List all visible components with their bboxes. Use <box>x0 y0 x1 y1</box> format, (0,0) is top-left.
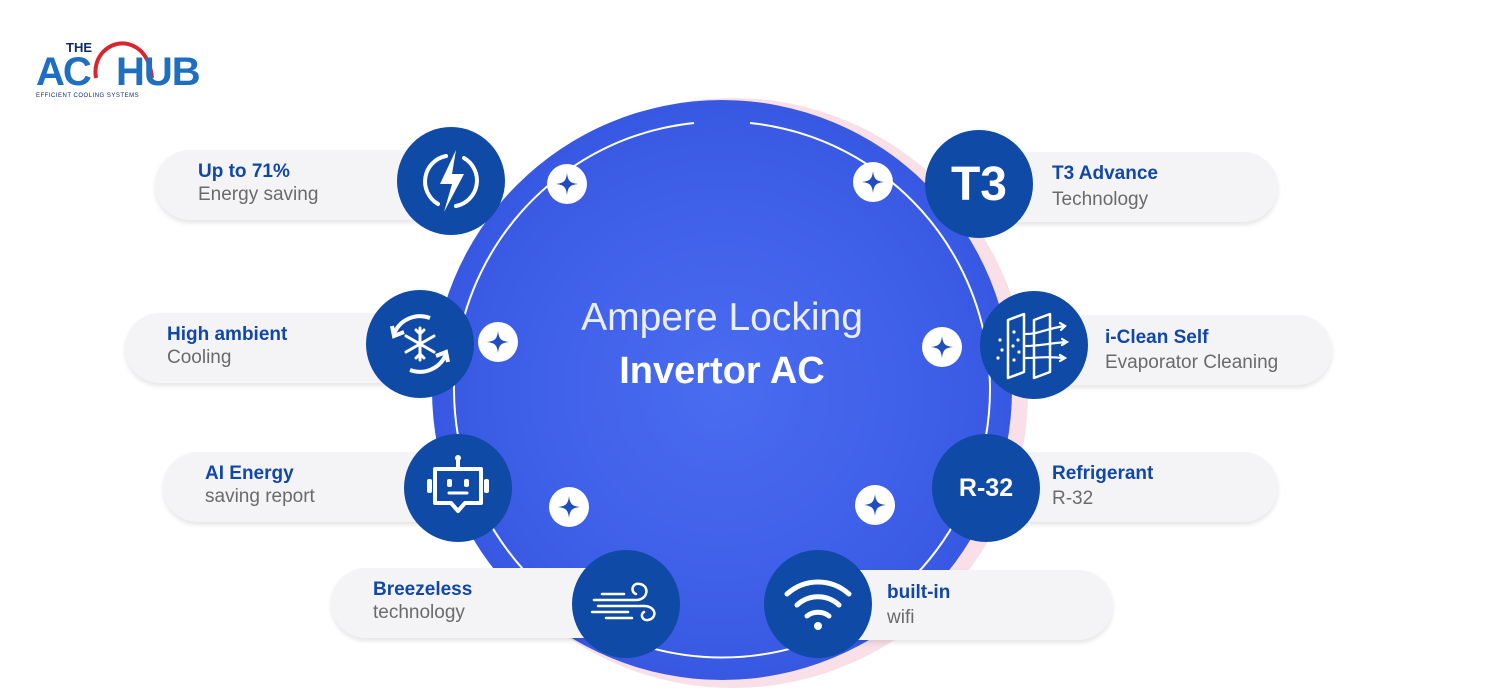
t3-badge-text: T3 <box>950 157 1007 211</box>
feature-r32-heading: Refrigerant <box>1052 463 1154 484</box>
lightning-bolt-icon <box>423 150 479 212</box>
ambient-badge <box>366 290 474 398</box>
logo-ac-text: AC <box>36 50 92 94</box>
feature-ambient-heading: High ambient <box>167 324 288 345</box>
feature-iclean-sub: Evaporator Cleaning <box>1105 352 1279 373</box>
snowflake-cycle-icon <box>390 314 450 374</box>
feature-ambient-sub: Cooling <box>167 347 232 368</box>
robot-icon <box>427 455 489 513</box>
sparkle-icon <box>853 162 893 202</box>
logo-hub-text: HUB <box>116 50 201 94</box>
filter-clean-icon <box>996 312 1070 380</box>
feature-breeze-heading: Breezeless <box>373 579 473 600</box>
logo-tagline: EFFICIENT COOLING SYSTEMS <box>36 93 140 99</box>
center-title: Ampere Locking <box>581 296 863 339</box>
logo-the-text: THE <box>66 40 92 55</box>
feature-t3-sub: Technology <box>1052 189 1149 210</box>
feature-t3-heading: T3 Advance <box>1052 163 1158 184</box>
ai-badge <box>404 434 512 542</box>
t3-badge: T3 <box>925 130 1033 238</box>
sparkle-icon <box>547 164 587 204</box>
energy-badge <box>397 127 505 235</box>
feature-ai-heading: AI Energy <box>205 463 294 484</box>
wind-icon <box>590 582 656 622</box>
feature-ai-sub: saving report <box>205 486 315 507</box>
sparkle-icon <box>549 487 589 527</box>
logo-swoosh-icon <box>93 41 154 79</box>
wifi-badge <box>764 550 872 658</box>
wifi-icon <box>784 579 852 630</box>
feature-breeze-sub: technology <box>373 602 465 623</box>
feature-wifi-heading: built-in <box>887 582 951 603</box>
r32-badge-text: R-32 <box>958 473 1014 502</box>
feature-wifi-sub: wifi <box>887 607 915 628</box>
center-subtitle: Invertor AC <box>619 350 825 392</box>
r32-badge: R-32 <box>932 434 1040 542</box>
feature-energy-sub: Energy saving <box>198 184 319 205</box>
sparkle-icon <box>478 322 518 362</box>
brand-logo: THE AC HUB EFFICIENT COOLING SYSTEMS <box>28 38 201 108</box>
sparkle-icon <box>855 485 895 525</box>
center-ring <box>453 122 991 659</box>
breeze-badge <box>572 550 680 658</box>
sparkle-icon <box>922 327 962 367</box>
feature-energy-heading: Up to 71% <box>198 161 290 182</box>
feature-iclean-heading: i-Clean Self <box>1105 327 1209 348</box>
iclean-badge <box>980 291 1088 399</box>
feature-r32-sub: R-32 <box>1052 488 1094 509</box>
